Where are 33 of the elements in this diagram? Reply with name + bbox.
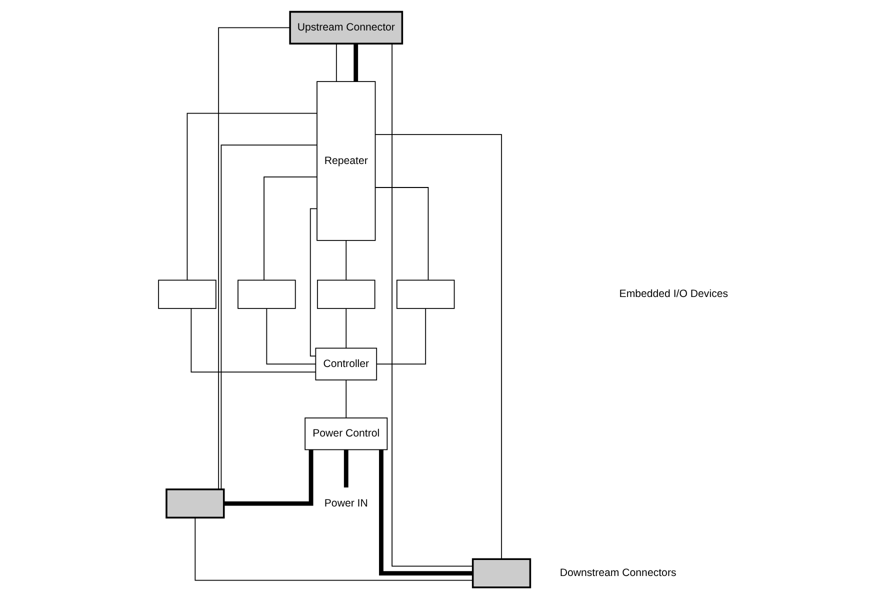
connector [378, 450, 472, 576]
connector [345, 380, 346, 418]
connector [263, 176, 317, 281]
label: Downstream Connectors [559, 567, 676, 580]
connector [224, 450, 313, 506]
node-text: Power IN [324, 497, 368, 510]
connector [374, 187, 428, 280]
connector [266, 308, 316, 364]
node-box [396, 280, 454, 309]
connector [218, 27, 290, 490]
connector [309, 208, 317, 357]
connector [374, 134, 502, 560]
node-box: Controller [314, 348, 377, 380]
node-box: Repeater [316, 81, 376, 241]
node-box [316, 280, 375, 309]
connector [194, 518, 473, 581]
connector [335, 43, 336, 82]
node-box [165, 488, 224, 519]
connector [391, 43, 473, 567]
connector [353, 44, 358, 82]
connector [220, 144, 317, 490]
node-box [158, 280, 216, 309]
connector [190, 308, 316, 372]
node-box [471, 558, 531, 588]
connector [376, 308, 426, 364]
node-box: Upstream Connector [288, 10, 403, 44]
connector [345, 308, 346, 349]
connector [186, 112, 317, 281]
connector [343, 450, 348, 488]
node-box [237, 280, 296, 309]
connector [345, 240, 346, 280]
label: Embedded I/O Devices [618, 288, 728, 300]
node-box: Power Control [304, 417, 388, 450]
